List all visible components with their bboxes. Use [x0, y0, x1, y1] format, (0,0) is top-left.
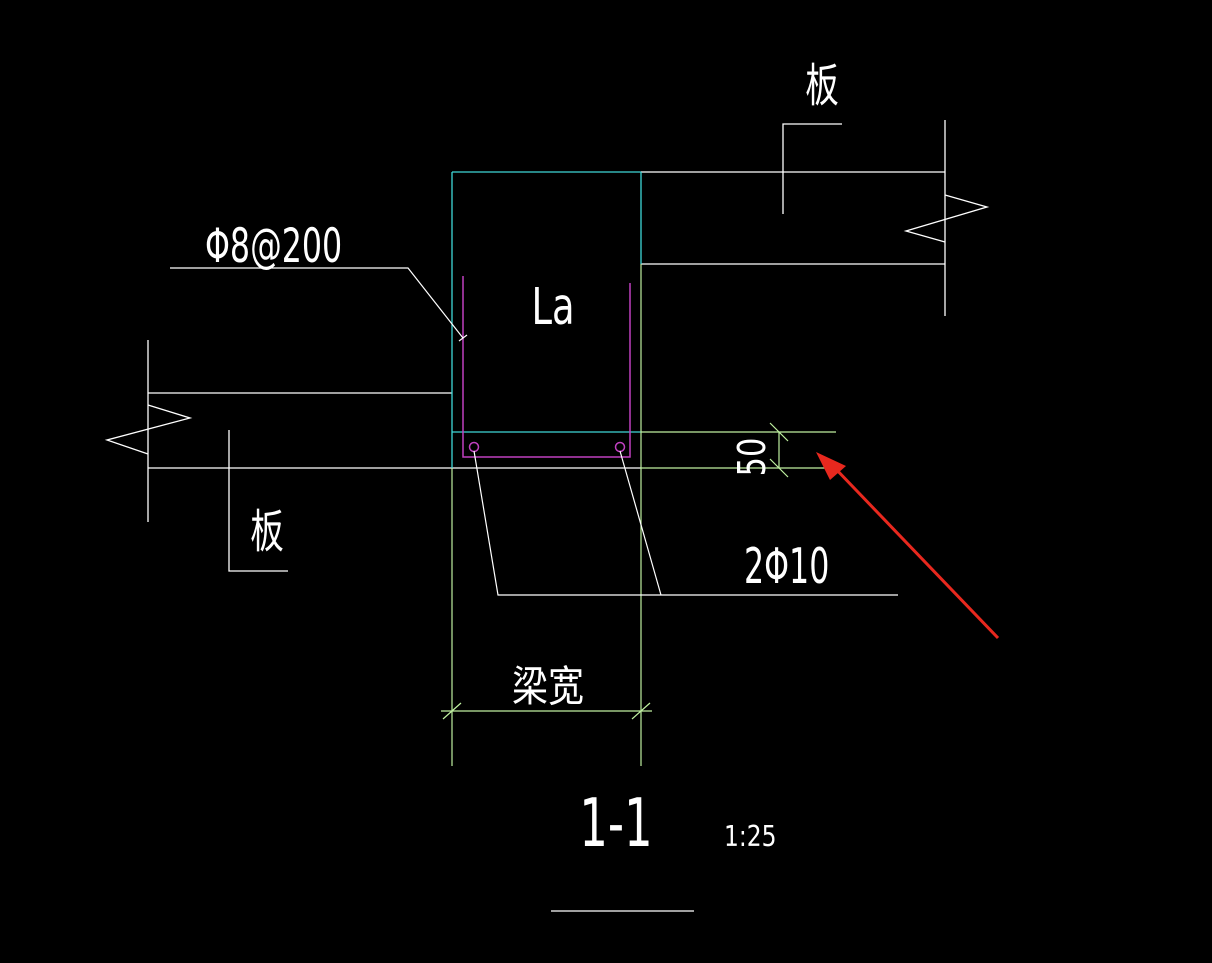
bottom-bars-leader [473, 450, 898, 596]
beam-width-label: 梁宽 [512, 663, 584, 711]
left-break-symbol [104, 404, 193, 455]
section-marker-top [782, 123, 842, 214]
beam-width-dimension [441, 702, 652, 720]
scale-label: 1:25 [724, 821, 777, 854]
slab-label-left: 板 [250, 505, 284, 559]
right-slab [641, 120, 990, 316]
slab-label-top: 板 [805, 59, 839, 113]
stirrup-leader [170, 267, 468, 342]
right-break-symbol [903, 194, 990, 243]
section-marker-left [228, 430, 288, 572]
beam-outline [451, 171, 642, 468]
cover-dimension [769, 422, 789, 478]
stirrup-label: Φ8@200 [205, 218, 342, 273]
left-slab [104, 340, 641, 522]
bottom-bars-label: 2Φ10 [744, 538, 829, 595]
section-title: 1-1 [579, 785, 652, 863]
beam-extension-lines [451, 264, 836, 766]
cover-dimension-label: 50 [731, 438, 775, 477]
annotation-arrow [816, 452, 1000, 640]
anchorage-label: La [531, 278, 574, 336]
